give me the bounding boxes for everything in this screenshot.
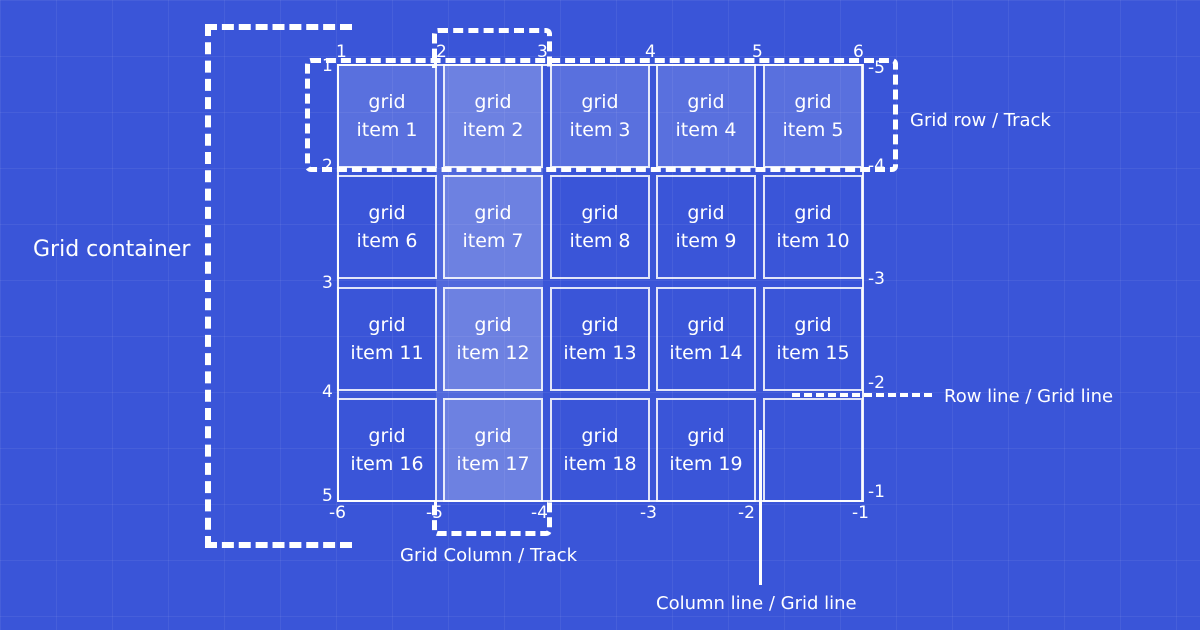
- column-line-number: 1: [336, 42, 347, 62]
- grid-item: grid item 18: [550, 398, 650, 502]
- row-line-number: 2: [322, 156, 333, 176]
- column-line-number-negative: -6: [329, 503, 346, 523]
- grid-row-track-outline: [305, 58, 898, 172]
- grid-item-line1: grid: [474, 425, 512, 447]
- grid-row-track-label: Grid row / Track: [910, 110, 1051, 131]
- grid-item-line2: item 14: [669, 342, 743, 364]
- column-line-label: Column line / Grid line: [656, 593, 857, 614]
- grid-item-line1: grid: [581, 314, 619, 336]
- column-line-pointer: [759, 430, 762, 585]
- column-line-number: 4: [645, 42, 656, 62]
- grid-item-line2: item 9: [675, 230, 737, 252]
- row-line-number-negative: -5: [868, 58, 885, 78]
- row-line-number: 4: [322, 382, 333, 402]
- grid-item-line2: item 10: [776, 230, 850, 252]
- grid-item-line1: grid: [581, 91, 619, 113]
- grid-item-line1: grid: [581, 202, 619, 224]
- column-line-number: 6: [853, 42, 864, 62]
- grid-item-line1: grid: [474, 202, 512, 224]
- column-line-number-negative: -2: [738, 503, 755, 523]
- row-line-number: 1: [322, 56, 333, 76]
- grid-item-line1: grid: [368, 314, 406, 336]
- row-line-label: Row line / Grid line: [944, 386, 1114, 407]
- grid-item-line1: grid: [687, 91, 725, 113]
- grid-item: grid item 15: [763, 287, 863, 391]
- grid-item-line1: grid: [368, 91, 406, 113]
- grid-item: grid item 13: [550, 287, 650, 391]
- grid-item: grid item 17: [443, 398, 543, 502]
- row-line-number-negative: -2: [868, 373, 885, 393]
- grid-item-line2: item 5: [782, 119, 844, 141]
- row-line-number-negative: -3: [868, 269, 885, 289]
- row-line-pointer: [792, 393, 932, 397]
- column-line-number: 2: [436, 42, 447, 62]
- column-line-number-negative: -3: [640, 503, 657, 523]
- grid-item-line1: grid: [687, 314, 725, 336]
- grid-container-bracket: [205, 24, 352, 548]
- row-line-number-negative: -1: [868, 482, 885, 502]
- grid-item-line2: item 2: [462, 119, 524, 141]
- grid-item: grid item 1: [337, 64, 437, 168]
- grid-item-line2: item 11: [350, 342, 424, 364]
- row-line-number: 3: [322, 273, 333, 293]
- grid-item: grid item 12: [443, 287, 543, 391]
- row-line-number: 5: [322, 486, 333, 506]
- grid-item-line2: item 4: [675, 119, 737, 141]
- grid-item-line2: item 6: [356, 230, 418, 252]
- grid-item-line2: item 16: [350, 453, 424, 475]
- column-line-number: 5: [752, 42, 763, 62]
- grid-item-line1: grid: [687, 202, 725, 224]
- grid-item-line2: item 18: [563, 453, 637, 475]
- grid-item-line2: item 19: [669, 453, 743, 475]
- grid-item-line1: grid: [794, 314, 832, 336]
- grid-item-line2: item 17: [456, 453, 530, 475]
- column-track-highlight: [436, 64, 543, 502]
- grid-item-line2: item 7: [462, 230, 524, 252]
- grid-item-line2: item 12: [456, 342, 530, 364]
- grid-item: grid item 8: [550, 175, 650, 279]
- grid-item: grid item 9: [656, 175, 756, 279]
- grid-item-line1: grid: [687, 425, 725, 447]
- grid-item-line1: grid: [794, 202, 832, 224]
- column-line-number-negative: -1: [852, 503, 869, 523]
- grid-item-line1: grid: [474, 314, 512, 336]
- grid-item: grid item 7: [443, 175, 543, 279]
- grid-cell-empty: [763, 398, 863, 502]
- grid-item: grid item 4: [656, 64, 756, 168]
- grid-item-line2: item 13: [563, 342, 637, 364]
- grid-item: grid item 10: [763, 175, 863, 279]
- grid-item: grid item 19: [656, 398, 756, 502]
- grid-column-track-outline-bottom: [432, 500, 552, 536]
- grid-item-line2: item 15: [776, 342, 850, 364]
- column-line-number-negative: -4: [531, 503, 548, 523]
- grid-column-track-label: Grid Column / Track: [400, 545, 578, 566]
- column-line-number: 3: [537, 42, 548, 62]
- grid-item: grid item 16: [337, 398, 437, 502]
- grid-item-line1: grid: [794, 91, 832, 113]
- grid-item-line1: grid: [581, 425, 619, 447]
- grid-item: grid item 14: [656, 287, 756, 391]
- grid-item-line1: grid: [474, 91, 512, 113]
- grid-item-line2: item 3: [569, 119, 631, 141]
- grid-item: grid item 2: [443, 64, 543, 168]
- grid-item-line1: grid: [368, 202, 406, 224]
- grid-item: grid item 6: [337, 175, 437, 279]
- grid-container-label: Grid container: [33, 237, 191, 262]
- grid-item-line2: item 1: [356, 119, 418, 141]
- grid-column-track-outline-top: [432, 28, 552, 68]
- grid-item-line2: item 8: [569, 230, 631, 252]
- grid-item-line1: grid: [368, 425, 406, 447]
- grid-item: grid item 11: [337, 287, 437, 391]
- grid-item: grid item 3: [550, 64, 650, 168]
